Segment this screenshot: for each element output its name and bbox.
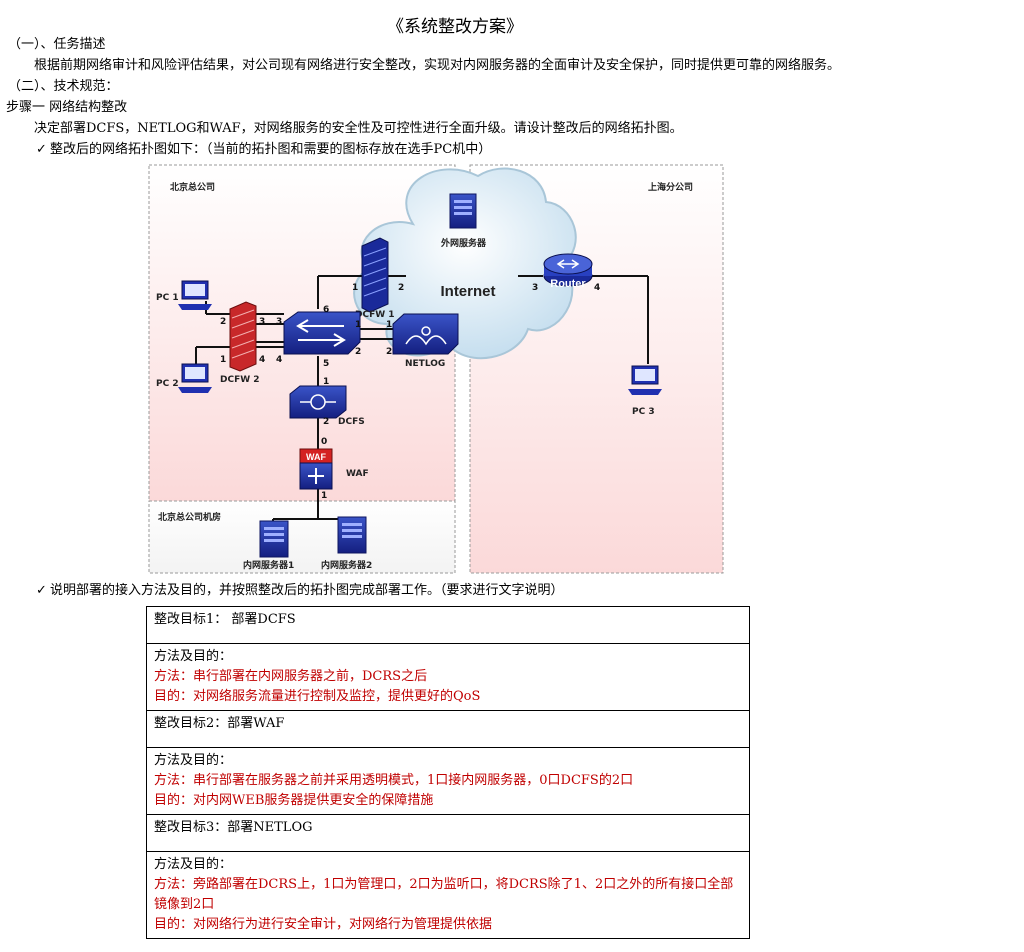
internet-label: Internet xyxy=(440,283,495,300)
port-label: 2 xyxy=(323,417,329,427)
port-label: 0 xyxy=(321,437,327,447)
port-label: 5 xyxy=(323,359,329,369)
method-cell-2: 方法及目的： 方法：串行部署在服务器之前并采用透明模式，1口接内网服务器，0口D… xyxy=(146,747,750,815)
waf-badge-text: WAF xyxy=(306,452,326,462)
bullet-topology: ✓整改后的网络拓扑图如下：（当前的拓扑图和需要的图标存放在选手PC机中） xyxy=(36,141,491,159)
pc3-label: PC 3 xyxy=(632,407,655,417)
table-row: 方法及目的： 方法：旁路部署在DCRS上，1口为管理口，2口为监听口，将DCRS… xyxy=(146,851,750,939)
port-label: 2 xyxy=(220,317,226,327)
deployment-plan-table: 整改目标1： 部署DCFS 方法及目的： 方法：串行部署在内网服务器之前，DCR… xyxy=(146,606,750,939)
port-label: 1 xyxy=(323,377,329,387)
step1-heading: 步骤一 网络结构整改 xyxy=(6,100,128,115)
internal-server2-icon xyxy=(337,516,367,554)
section1-text: 根据前期网络审计和风险评估结果，对公司现有网络进行安全整改，实现对内网服务器的全… xyxy=(34,58,841,73)
port-label: 4 xyxy=(259,355,265,365)
beijing-zone-label: 北京总公司 xyxy=(170,181,215,193)
goal-cell-3: 整改目标3：部署NETLOG xyxy=(146,814,750,852)
step1-text: 决定部署DCFS，NETLOG和WAF，对网络服务的安全性及可控性进行全面升级。… xyxy=(34,121,683,136)
external-server-label: 外网服务器 xyxy=(440,237,487,249)
pc2-label: PC 2 xyxy=(156,379,179,389)
method-text: 方法：串行部署在服务器之前并采用透明模式，1口接内网服务器，0口DCFS的2口 xyxy=(154,773,634,788)
bullet-topology-text: 整改后的网络拓扑图如下：（当前的拓扑图和需要的图标存放在选手PC机中） xyxy=(50,142,492,157)
datacenter-zone xyxy=(148,500,456,574)
section2-heading: （二）、技术规范： xyxy=(8,79,119,94)
table-row: 整改目标1： 部署DCFS xyxy=(146,606,750,644)
waf-device-icon xyxy=(299,448,333,490)
table-row: 方法及目的： 方法：串行部署在内网服务器之前，DCRS之后 目的：对网络服务流量… xyxy=(146,643,750,711)
bullet-deployment-text: 说明部署的接入方法及目的，并按照整改后的拓扑图完成部署工作。（要求进行文字说明） xyxy=(50,583,564,598)
port-label: 4 xyxy=(594,283,600,293)
method-title: 方法及目的： xyxy=(154,649,233,664)
port-label: 2 xyxy=(355,347,361,357)
table-row: 方法及目的： 方法：串行部署在服务器之前并采用透明模式，1口接内网服务器，0口D… xyxy=(146,747,750,815)
method-cell-1: 方法及目的： 方法：串行部署在内网服务器之前，DCRS之后 目的：对网络服务流量… xyxy=(146,643,750,711)
network-topology-diagram: 北京总公司 上海分公司 北京总公司机房 Internet xyxy=(148,164,724,574)
internal-server1-label: 内网服务器1 xyxy=(243,559,294,571)
purpose-text: 目的：对内网WEB服务器提供更安全的保障措施 xyxy=(154,793,434,808)
port-label: 3 xyxy=(276,317,282,327)
internet-cloud xyxy=(353,167,577,360)
pc2-computer-icon xyxy=(178,363,212,393)
check-icon: ✓ xyxy=(36,142,47,157)
goal-cell-1: 整改目标1： 部署DCFS xyxy=(146,606,750,644)
table-row: 整改目标2：部署WAF xyxy=(146,710,750,748)
pc1-computer-icon xyxy=(178,280,212,310)
dcfw2-label: DCFW 2 xyxy=(220,375,260,385)
document-title: 《系统整改方案》 xyxy=(387,17,523,37)
method-cell-3: 方法及目的： 方法：旁路部署在DCRS上，1口为管理口，2口为监听口，将DCRS… xyxy=(146,851,750,939)
datacenter-zone-label: 北京总公司机房 xyxy=(158,511,221,523)
netlog-device-icon xyxy=(392,313,459,355)
router-label: Router xyxy=(550,278,586,290)
dcfw1-firewall-icon xyxy=(361,237,389,313)
purpose-text: 目的：对网络服务流量进行控制及监控，提供更好的QoS xyxy=(154,689,481,704)
external-server-icon xyxy=(449,193,477,229)
port-label: 4 xyxy=(276,355,282,365)
port-label: 3 xyxy=(532,283,538,293)
port-label: 6 xyxy=(323,305,329,315)
method-title: 方法及目的： xyxy=(154,753,233,768)
section1-heading: （一）、任务描述 xyxy=(8,37,106,52)
port-label: 1 xyxy=(220,355,226,365)
port-label: 1 xyxy=(352,283,358,293)
method-text: 方法：串行部署在内网服务器之前，DCRS之后 xyxy=(154,669,428,684)
port-label: 1 xyxy=(355,320,361,330)
port-label: 3 xyxy=(259,317,265,327)
dcfs-device-icon xyxy=(289,385,347,419)
port-label: 1 xyxy=(386,320,392,330)
internal-server2-label: 内网服务器2 xyxy=(321,559,372,571)
port-label: 2 xyxy=(386,347,392,357)
pc1-label: PC 1 xyxy=(156,293,179,303)
table-row: 整改目标3：部署NETLOG xyxy=(146,814,750,852)
netlog-label: NETLOG xyxy=(405,359,445,369)
method-text: 方法：旁路部署在DCRS上，1口为管理口，2口为监听口，将DCRS除了1、2口之… xyxy=(154,877,734,912)
bullet-deployment: ✓说明部署的接入方法及目的，并按照整改后的拓扑图完成部署工作。（要求进行文字说明… xyxy=(36,582,564,600)
method-title: 方法及目的： xyxy=(154,857,233,872)
check-icon: ✓ xyxy=(36,583,47,598)
purpose-text: 目的：对网络行为进行安全审计，对网络行为管理提供依据 xyxy=(154,917,493,932)
port-label: 2 xyxy=(398,283,404,293)
shanghai-zone-label: 上海分公司 xyxy=(648,181,693,193)
internal-server1-icon xyxy=(259,520,289,558)
dcfs-label: DCFS xyxy=(338,417,365,427)
core-switch-icon xyxy=(283,311,361,355)
dcfw1-label: DCFW 1 xyxy=(355,310,395,320)
waf-label: WAF xyxy=(346,469,369,479)
port-label: 1 xyxy=(321,491,327,501)
dcfw2-firewall-icon xyxy=(229,301,257,372)
goal-cell-2: 整改目标2：部署WAF xyxy=(146,710,750,748)
router-icon xyxy=(543,253,593,287)
pc3-computer-icon xyxy=(628,365,662,395)
